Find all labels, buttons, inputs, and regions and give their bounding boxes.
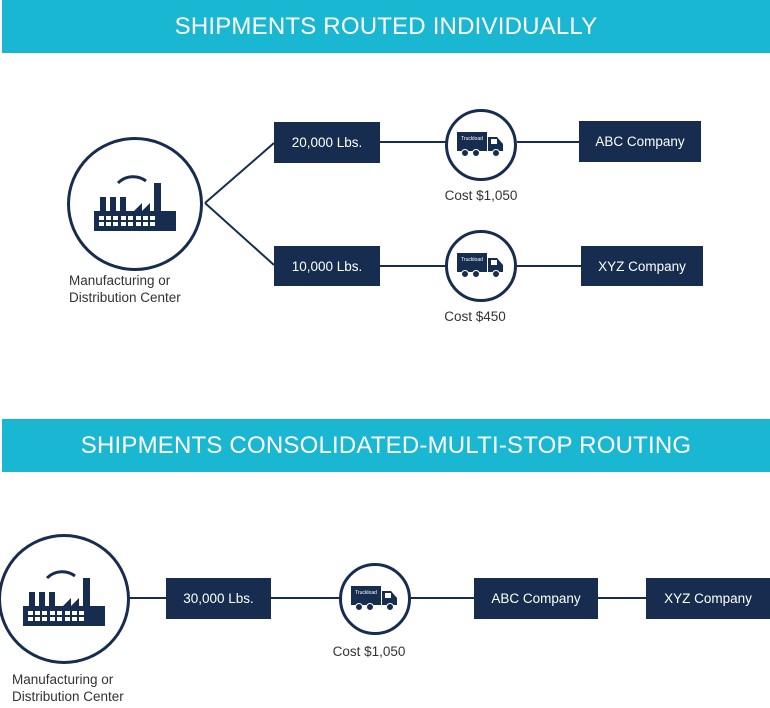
origin-label-line2: Distribution Center [12,689,124,704]
origin-label-line2: Distribution Center [69,290,181,305]
truck-circle-route-b: Truckload [445,230,517,302]
branch-line-upper [204,142,275,204]
destination-box-xyz: XYZ Company [581,246,703,286]
weight-box: 30,000 Lbs. [166,578,271,619]
destination-label: XYZ Company [598,258,686,274]
section-title: SHIPMENTS CONSOLIDATED-MULTI-STOP ROUTIN… [80,431,692,459]
truck-logo-text: Truckload [355,590,377,596]
truck-icon: Truckload [457,253,503,278]
destination-label: ABC Company [595,134,685,149]
route-line-1 [128,597,168,599]
origin-label-line1: Manufacturing or [12,672,114,687]
origin-label-line1: Manufacturing or [69,273,171,288]
route-line-2 [270,597,340,599]
weight-label: 20,000 Lbs. [291,135,363,150]
destination-box-abc: ABC Company [579,121,701,162]
factory-icon [94,175,176,231]
section-title: SHIPMENTS ROUTED INDIVIDUALLY [174,12,598,40]
weight-label: 10,000 Lbs. [291,258,363,274]
factory-circle [67,137,203,271]
truck-circle-route-a: Truckload [445,109,517,181]
cost-label-route-b: Cost $450 [444,309,506,324]
stop-label: XYZ Company [664,591,752,606]
truck-circle: Truckload [339,563,411,635]
origin-label: Manufacturing or Distribution Center [69,272,181,306]
stop-box-abc: ABC Company [474,578,598,619]
truck-logo-text: Truckload [461,136,483,142]
weight-box-route-a: 20,000 Lbs. [274,122,380,163]
route-a-line-2 [517,141,579,143]
cost-label: Cost $1,050 [332,644,406,659]
truck-logo-text: Truckload [461,257,483,263]
weight-box-route-b: 10,000 Lbs. [274,246,380,286]
truck-icon: Truckload [351,586,397,611]
stop-label: ABC Company [491,591,581,606]
section-banner-consolidated: SHIPMENTS CONSOLIDATED-MULTI-STOP ROUTIN… [2,419,770,472]
route-b-line-2 [517,265,581,267]
route-b-line-1 [380,265,446,267]
route-line-4 [597,597,647,599]
stop-box-xyz: XYZ Company [646,578,770,619]
section-banner-individual: SHIPMENTS ROUTED INDIVIDUALLY [2,0,770,53]
route-line-3 [410,597,474,599]
cost-label-route-a: Cost $1,050 [444,188,518,203]
weight-label: 30,000 Lbs. [183,591,254,606]
route-a-line-1 [380,141,446,143]
factory-icon [23,570,105,626]
branch-line-lower [204,202,275,266]
truck-icon: Truckload [457,132,503,157]
origin-label: Manufacturing or Distribution Center [12,671,124,705]
factory-circle [0,534,130,664]
